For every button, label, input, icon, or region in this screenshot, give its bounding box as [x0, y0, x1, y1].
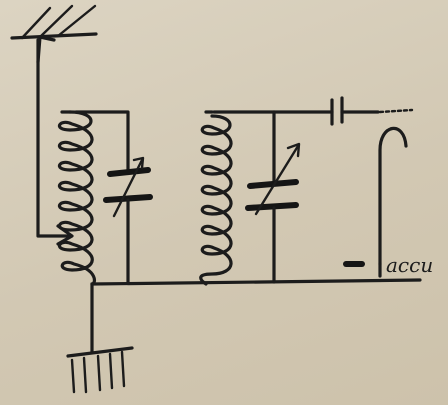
secondary-coil-icon — [199, 110, 233, 286]
tube-icon — [378, 126, 408, 266]
accumulator-connection: accu — [343, 253, 433, 278]
ground-icon — [66, 282, 134, 394]
ground-bus-wire — [90, 278, 422, 286]
antenna-icon — [10, 4, 98, 64]
output-label: accu — [386, 253, 433, 277]
primary-variable-capacitor-icon — [74, 110, 153, 284]
coupling-capacitor-icon — [272, 96, 414, 126]
primary-coil-icon — [57, 110, 96, 286]
